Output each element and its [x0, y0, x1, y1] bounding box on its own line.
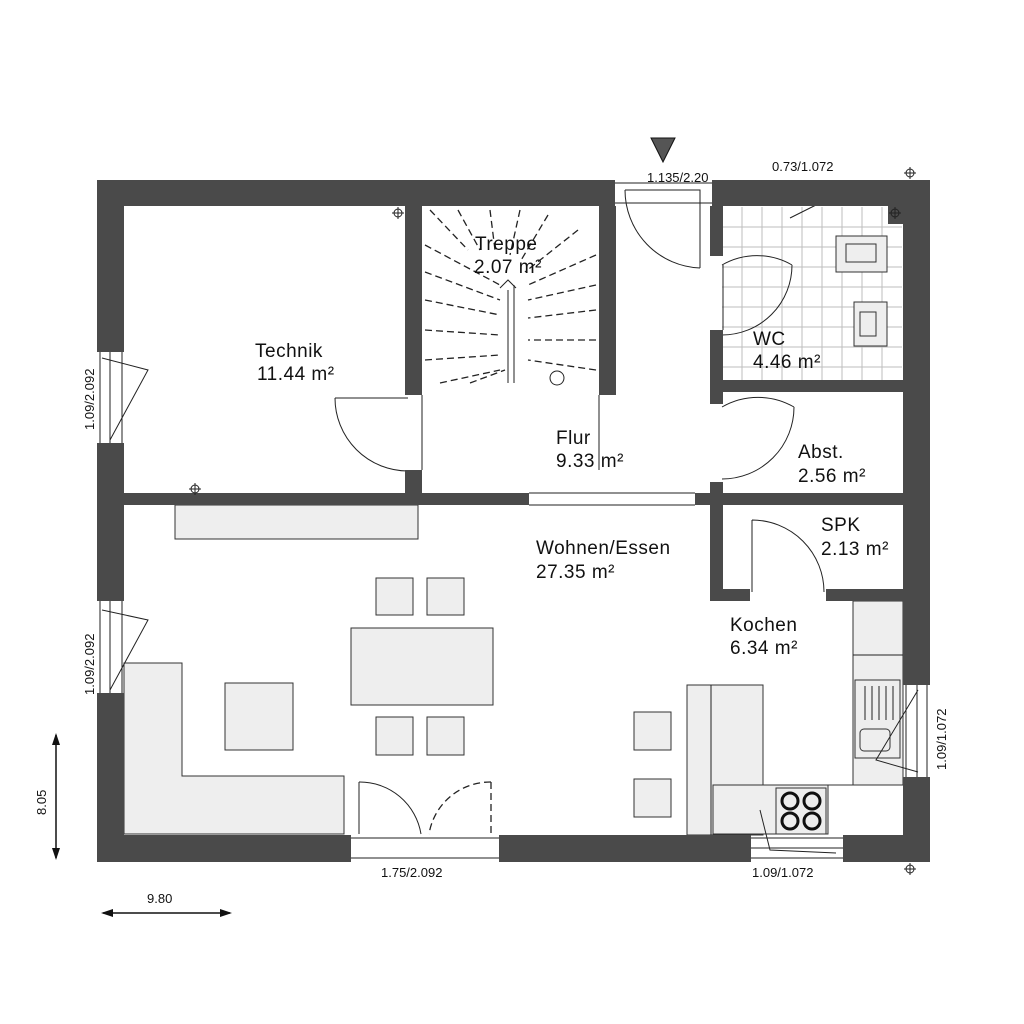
room-name-treppe: Treppe: [475, 234, 538, 255]
dim-living-window-left: 1.09/2.092: [82, 634, 97, 695]
staircase: [424, 209, 597, 386]
chair: [375, 577, 414, 616]
dim-overall-depth: 8.05: [34, 790, 49, 815]
room-name-flur: Flur: [556, 428, 591, 449]
dim-overall-width: 9.80: [147, 891, 172, 906]
room-area-spk: 2.13 m²: [821, 539, 889, 560]
room-area-kochen: 6.34 m²: [730, 638, 798, 659]
entrance-marker-icon: [650, 137, 676, 164]
chair: [426, 716, 465, 756]
room-area-technik: 11.44 m²: [257, 364, 335, 385]
door-swings: [101, 189, 919, 854]
dimension-arrows: [52, 733, 232, 917]
newel-post-icon: [549, 370, 565, 386]
dining-table: [350, 627, 494, 706]
armchair: [224, 682, 294, 751]
room-name-spk: SPK: [821, 515, 861, 536]
room-name-wohnen: Wohnen/Essen: [536, 538, 671, 559]
room-area-treppe: 2.07 m²: [474, 257, 542, 278]
room-labels: Technik 11.44 m² Treppe 2.07 m² WC 4.46 …: [255, 234, 889, 659]
room-area-wohnen: 27.35 m²: [536, 562, 615, 583]
dim-terrace-door: 1.75/2.092: [381, 865, 442, 880]
dim-wc-window: 0.73/1.072: [772, 159, 833, 174]
bar-stool: [633, 778, 672, 818]
room-name-kochen: Kochen: [730, 615, 797, 636]
openings: [99, 182, 928, 859]
bar-stool: [633, 711, 672, 751]
dim-technik-window: 1.09/2.092: [82, 369, 97, 430]
chair: [375, 716, 414, 756]
dim-kitchen-window-bottom: 1.09/1.072: [752, 865, 813, 880]
room-area-flur: 9.33 m²: [556, 451, 624, 472]
fixture-symbols: [189, 167, 916, 875]
room-area-abst: 2.56 m²: [798, 466, 866, 487]
walls: [97, 180, 930, 862]
room-name-wc: WC: [753, 329, 786, 350]
chair: [426, 577, 465, 616]
room-name-abst: Abst.: [798, 442, 844, 463]
dim-entrance-door: 1.135/2.20: [647, 170, 708, 185]
room-area-wc: 4.46 m²: [753, 352, 821, 373]
room-name-technik: Technik: [255, 341, 323, 362]
dim-kitchen-window-right: 1.09/1.072: [934, 709, 949, 770]
sideboard: [174, 504, 419, 540]
dimension-labels: 1.135/2.20 0.73/1.072 1.09/2.092 1.09/2.…: [34, 159, 949, 906]
